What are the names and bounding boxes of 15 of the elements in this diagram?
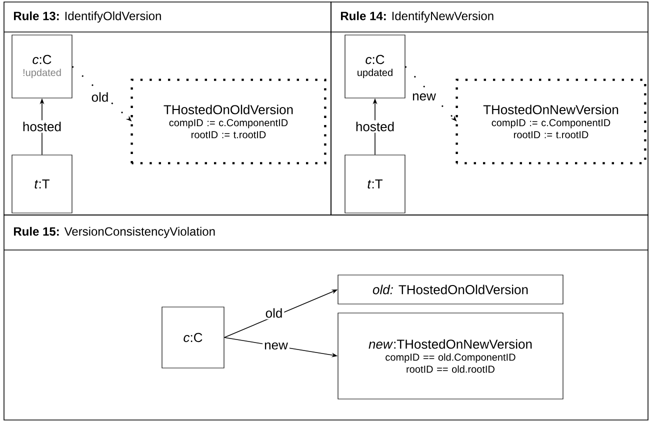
class-box: c:C bbox=[162, 306, 224, 368]
edge-label: new bbox=[262, 340, 290, 352]
edge-label: old bbox=[264, 306, 284, 320]
edge-label: hosted bbox=[354, 120, 396, 133]
edge-label: old bbox=[90, 90, 110, 104]
class-box: c:C updated bbox=[344, 34, 406, 98]
edge-label: new bbox=[410, 92, 438, 102]
dotted-class-box: THostedOnOldVersion compID := c.ComponentID rootID := t.rootID bbox=[130, 78, 326, 164]
class-box: t:T bbox=[12, 154, 72, 214]
class-box: new:THostedOnNewVersion compID == old.ComponentID rootID == old.rootID bbox=[338, 312, 564, 400]
class-box: t:T bbox=[344, 154, 406, 214]
dotted-class-box: THostedOnNewVersion compID := c.ComponentID rootID := t.rootID bbox=[456, 78, 646, 164]
edge-label: hosted bbox=[20, 120, 64, 133]
class-box: c:C !updated bbox=[12, 34, 72, 98]
class-box: old: THostedOnOldVersion bbox=[338, 274, 564, 304]
